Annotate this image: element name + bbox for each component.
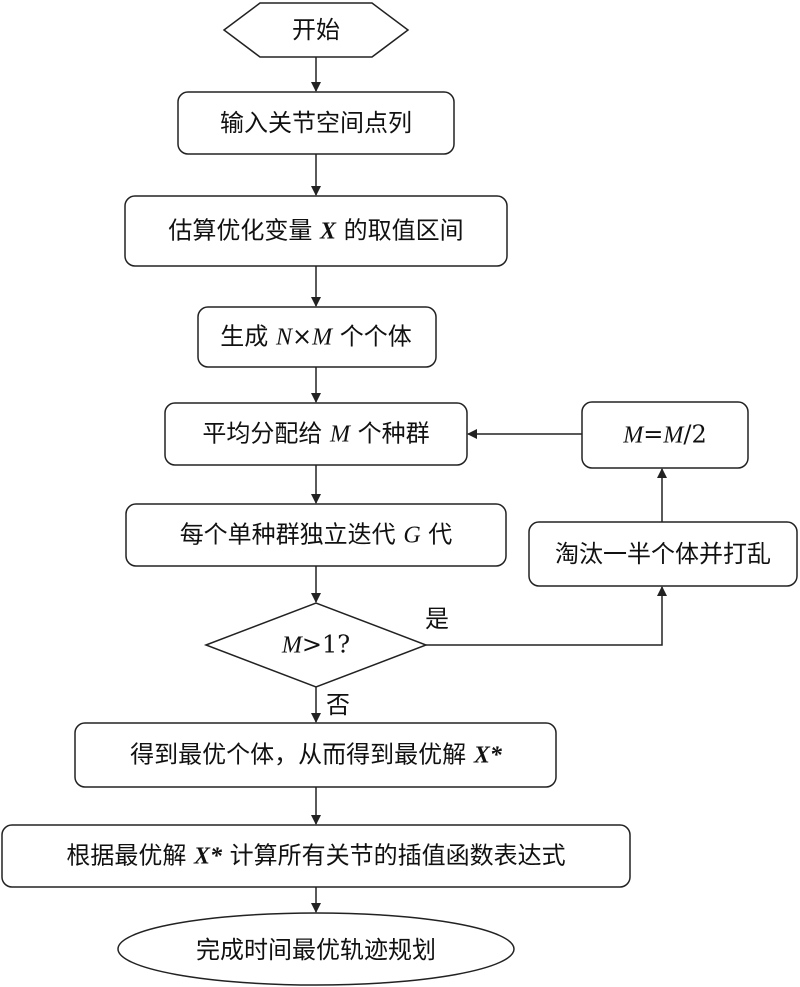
decision-label-m: M xyxy=(281,632,302,659)
estimate-label-pre: 估算优化变量 xyxy=(168,216,320,245)
input-label: 输入关节空间点列 xyxy=(220,109,412,137)
halve-label-m1: M xyxy=(623,422,644,449)
best-label: 得到最优个体，从而得到最优解 X* xyxy=(130,743,502,768)
best-label-pre: 得到最优个体，从而得到最优解 xyxy=(130,740,474,769)
iterate-label: 每个单种群独立迭代 G 代 xyxy=(180,523,453,548)
generate-label-n: N xyxy=(275,324,292,351)
halve-label-m2: M xyxy=(663,422,684,449)
no-label: 否 xyxy=(326,691,350,719)
generate-label-times: × xyxy=(291,322,313,351)
iterate-label-post: 代 xyxy=(420,520,453,549)
compute-label-var: X* xyxy=(193,843,223,870)
estimate-label: 估算优化变量 X 的取值区间 xyxy=(168,219,463,244)
generate-box xyxy=(197,306,437,368)
estimate-label-post: 的取值区间 xyxy=(336,216,464,245)
compute-label-pre: 根据最优解 xyxy=(66,841,194,870)
halve-label-post: /2 xyxy=(683,420,707,449)
generate-label-m: M xyxy=(312,324,333,351)
assign-label-pre: 平均分配给 xyxy=(202,419,330,448)
generate-label: 生成 N×M 个个体 xyxy=(220,325,411,350)
finish-label: 完成时间最优轨迹规划 xyxy=(196,936,436,964)
finish-shape xyxy=(117,912,515,986)
estimate-label-var: X xyxy=(319,218,337,245)
eliminate-label: 淘汰一半个体并打乱 xyxy=(555,540,771,568)
generate-label-pre: 生成 xyxy=(220,322,276,351)
iterate-label-pre: 每个单种群独立迭代 xyxy=(179,520,404,549)
compute-label: 根据最优解 X* 计算所有关节的插值函数表达式 xyxy=(66,844,565,869)
decision-label: M>1? xyxy=(282,633,350,658)
compute-label-post: 计算所有关节的插值函数表达式 xyxy=(222,841,566,870)
assign-label: 平均分配给 M 个种群 xyxy=(202,422,429,447)
yes-label: 是 xyxy=(425,605,449,633)
generate-label-post: 个个体 xyxy=(332,322,412,351)
halve-label-eq: = xyxy=(643,420,664,449)
best-label-var: X* xyxy=(473,742,502,769)
assign-label-post: 个种群 xyxy=(350,419,430,448)
assign-label-m: M xyxy=(330,421,350,448)
start-node-shape xyxy=(222,2,410,58)
arrow-decision-eliminate xyxy=(426,586,667,646)
halve-label: M=M/2 xyxy=(623,423,706,448)
iterate-label-g: G xyxy=(403,522,421,549)
decision-label-post: >1? xyxy=(301,630,351,659)
start-label: 开始 xyxy=(292,16,340,44)
